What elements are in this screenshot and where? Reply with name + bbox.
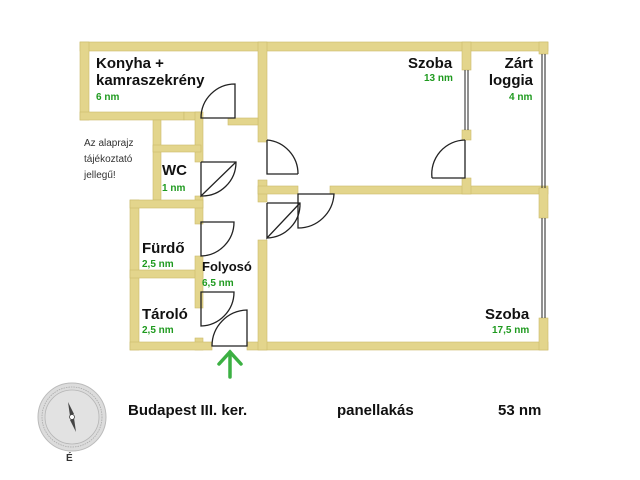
room-name-2: kamraszekrény [96,72,205,90]
note-line: jellegű! [84,170,116,181]
note-line: Az alaprajz [84,138,134,149]
room-area-kitchen: 6 nm [96,92,120,103]
footer-total-area: 53 nm [498,402,542,419]
room-name: Konyha + [96,55,164,72]
compass-north-label: É [66,453,73,464]
arrow-up-icon [217,349,243,379]
note-line: tájékoztató [84,154,133,165]
footer-location: Budapest III. ker. [128,402,248,419]
room-label-wc: WC [162,162,187,179]
room-name: Zárt [504,55,533,72]
room-area-szoba-17: 17,5 nm [492,325,530,336]
room-area-tarolo: 2,5 nm [142,325,174,336]
room-label-folyoso: Folyosó [202,259,252,274]
disclaimer-note: Az alaprajz tájékoztató jellegű! [84,136,133,184]
compass-icon [37,382,107,452]
room-name-2: loggia [488,72,533,90]
room-label-loggia: Zárt loggia [487,55,533,90]
room-label-kitchen: Konyha + kamraszekrény [96,55,204,90]
room-area-wc: 1 nm [162,183,186,194]
footer-type: panellakás [337,402,414,419]
room-area-loggia: 4 nm [509,92,533,103]
room-area-folyoso: 6,5 nm [202,278,234,289]
room-area-szoba-13: 13 nm [424,73,453,84]
room-label-tarolo: Tároló [142,306,188,323]
room-label-szoba-13: Szoba [408,55,453,72]
room-label-szoba-17: Szoba [485,306,530,323]
room-area-furdo: 2,5 nm [142,259,174,270]
room-label-furdo: Fürdő [142,240,185,257]
